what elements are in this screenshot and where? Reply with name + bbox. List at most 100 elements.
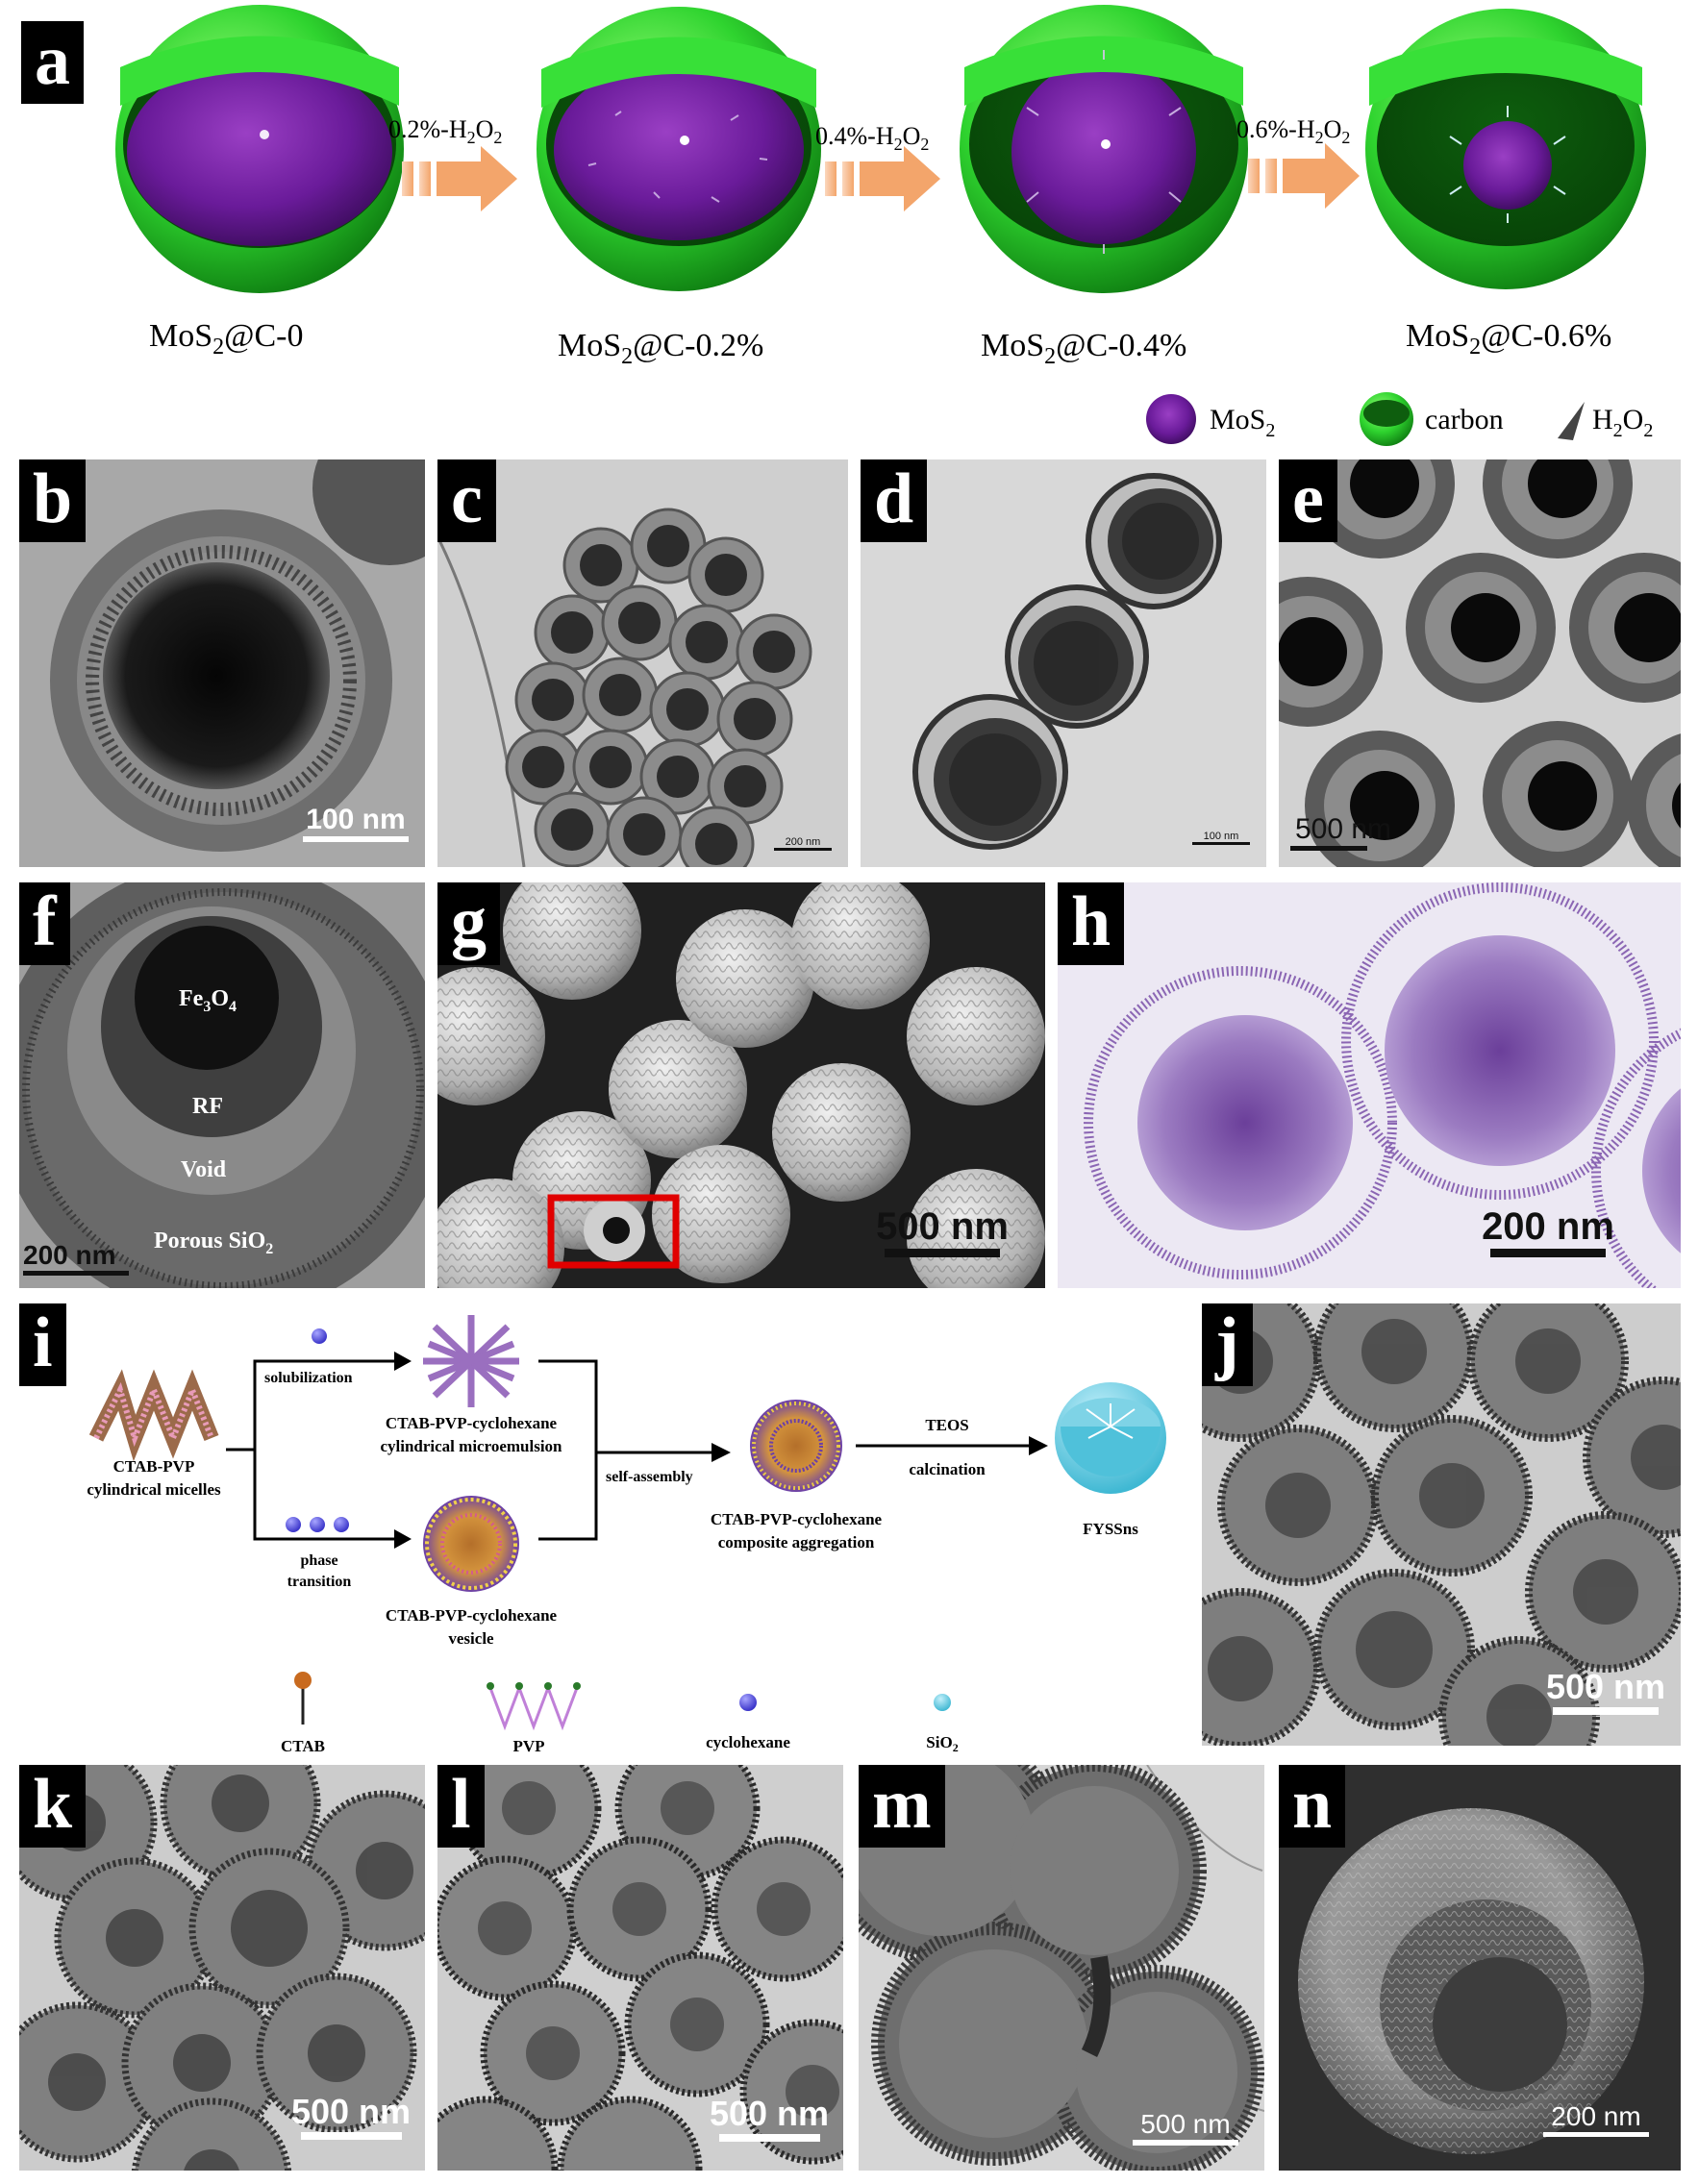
scalebar-d: 100 nm [1187,831,1255,845]
scalebar-n-label: 200 nm [1551,2101,1641,2131]
arrow-0-6: 0.6%-H2O2 [1236,115,1360,209]
panel-n-sem [1279,1765,1681,2171]
teos-label: TEOS [925,1416,968,1434]
micelles-label-1: CTAB-PVP [113,1457,195,1476]
sphere-mos2-c-0-6 [1365,9,1646,289]
scalebar-l-label: 500 nm [709,2094,830,2133]
microemulsion-icon [423,1315,519,1407]
scalebar-m: 500 nm [1118,2109,1253,2146]
panel-a-scheme: 0.2%-H2O2 0.4%-H2O2 0.6%-H2O2 MoS2@C-0 M… [115,5,1653,446]
scalebar-n: 200 nm [1529,2101,1663,2137]
arrow-0-4: 0.4%-H2O2 [815,122,940,211]
panel-j: j 500 nm [1202,1303,1681,1746]
label-mos2-c-0-4: MoS2@C-0.4% [981,328,1186,369]
panel-m-tem [859,1765,1264,2171]
solubilization-label: solubilization [264,1370,353,1386]
panel-label-l: l [437,1765,485,1848]
highlight-box [547,1194,680,1269]
svg-text:H2O2: H2O2 [1592,404,1653,441]
panel-label-k: k [19,1765,87,1848]
microemulsion-label-1: CTAB-PVP-cyclohexane [386,1414,558,1432]
panel-label-c: c [437,459,496,542]
scalebar-l: 500 nm [697,2094,841,2142]
micelles-label-2: cylindrical micelles [87,1480,221,1499]
panel-label-n: n [1279,1765,1346,1848]
panel-label-f: f [19,882,70,965]
vesicle-icon [423,1496,519,1592]
scalebar-b: 100 nm [298,804,413,842]
panel-label-g: g [437,882,500,965]
scalebar-k-label: 500 nm [290,2092,412,2131]
scalebar-f-label: 200 nm [23,1240,116,1270]
svg-text:SiO2: SiO2 [926,1733,958,1754]
panel-label-i: i [19,1303,66,1386]
aggregation-label-1: CTAB-PVP-cyclohexane [711,1510,883,1528]
panel-label-j: j [1202,1303,1253,1386]
panel-d-tem [861,459,1266,867]
fyssns-icon [1055,1382,1166,1494]
product-label: FYSSns [1083,1520,1138,1538]
label-mos2-c-0-6: MoS2@C-0.6% [1406,318,1611,360]
panel-i: i CTAB-PVP cylindrical micelles solubili… [19,1303,1183,1757]
scalebar-k: 500 nm [279,2092,423,2140]
legend-panel-i: CTAB PVP cyclohexane SiO2 [281,1672,959,1755]
scalebar-d-label: 100 nm [1203,831,1239,842]
svg-text:0.4%-H2O2: 0.4%-H2O2 [815,122,929,154]
sphere-mos2-c-0-2 [537,7,821,291]
scalebar-b-label: 100 nm [306,804,406,835]
panel-g: g 500 nm [437,882,1045,1288]
panel-m: m 500 nm [859,1765,1264,2171]
scalebar-j-label: 500 nm [1545,1667,1666,1706]
label-mos2-c-0-2: MoS2@C-0.2% [558,328,763,369]
panel-label-h: h [1058,882,1125,965]
aggregation-icon [750,1400,842,1492]
panel-f-tem: Fe3O4 RF Void Porous SiO2 [19,882,425,1288]
scalebar-c-label: 200 nm [785,836,821,848]
phase-label-2: transition [287,1574,352,1590]
sphere-mos2-c-0 [115,5,404,293]
panel-k: k 500 nm [19,1765,425,2171]
sphere-mos2-c-0-4 [960,5,1248,293]
panel-l-tem [437,1765,843,2171]
panel-l: l 500 nm [437,1765,843,2171]
panel-b: b 100 nm [19,459,425,867]
phase-label-1: phase [300,1552,337,1569]
scalebar-g-label: 500 nm [876,1205,1009,1248]
panel-e: e 500 nm [1279,459,1681,867]
self-assembly-label: self-assembly [606,1469,693,1485]
panel-i-scheme: CTAB-PVP cylindrical micelles solubiliza… [87,1315,1166,1755]
panel-label-d: d [861,459,928,542]
panel-k-tem [19,1765,425,2171]
panel-h: h 200 nm [1058,882,1681,1288]
panel-g-sem [437,882,1045,1288]
panel-n: n 200 nm [1279,1765,1681,2171]
microemulsion-label-2: cylindrical microemulsion [380,1437,562,1455]
panel-b-tem [19,459,425,867]
vesicle-label-1: CTAB-PVP-cyclohexane [386,1606,558,1625]
svg-text:Fe3O4: Fe3O4 [179,986,237,1015]
svg-text:PVP: PVP [512,1737,544,1755]
aggregation-label-2: composite aggregation [718,1533,875,1551]
label-mos2-c-0: MoS2@C-0 [149,318,303,360]
svg-text:carbon: carbon [1425,404,1504,435]
panel-d: d 100 nm [861,459,1266,867]
arrow-0-2: 0.2%-H2O2 [388,115,517,211]
panel-f: Fe3O4 RF Void Porous SiO2 f 200 nm [19,882,425,1288]
scalebar-g: 500 nm [851,1205,1034,1257]
scalebar-h-label: 200 nm [1482,1205,1614,1248]
svg-text:MoS2: MoS2 [1210,404,1275,441]
panel-a: a [0,0,1698,448]
scalebar-c: 200 nm [769,836,837,851]
panel-label-b: b [19,459,87,542]
scalebar-h: 200 nm [1461,1205,1635,1257]
scalebar-f: 200 nm [23,1240,138,1276]
legend-panel-a: MoS2 carbon H2O2 [1146,392,1653,446]
panel-label-e: e [1279,459,1337,542]
scalebar-e: 500 nm [1290,813,1396,851]
svg-text:0.6%-H2O2: 0.6%-H2O2 [1236,115,1350,147]
panel-label-a: a [21,21,84,104]
layer-rf-label: RF [192,1094,223,1119]
panel-label-m: m [859,1765,945,1848]
svg-text:cyclohexane: cyclohexane [706,1733,790,1751]
svg-text:0.2%-H2O2: 0.2%-H2O2 [388,115,502,147]
